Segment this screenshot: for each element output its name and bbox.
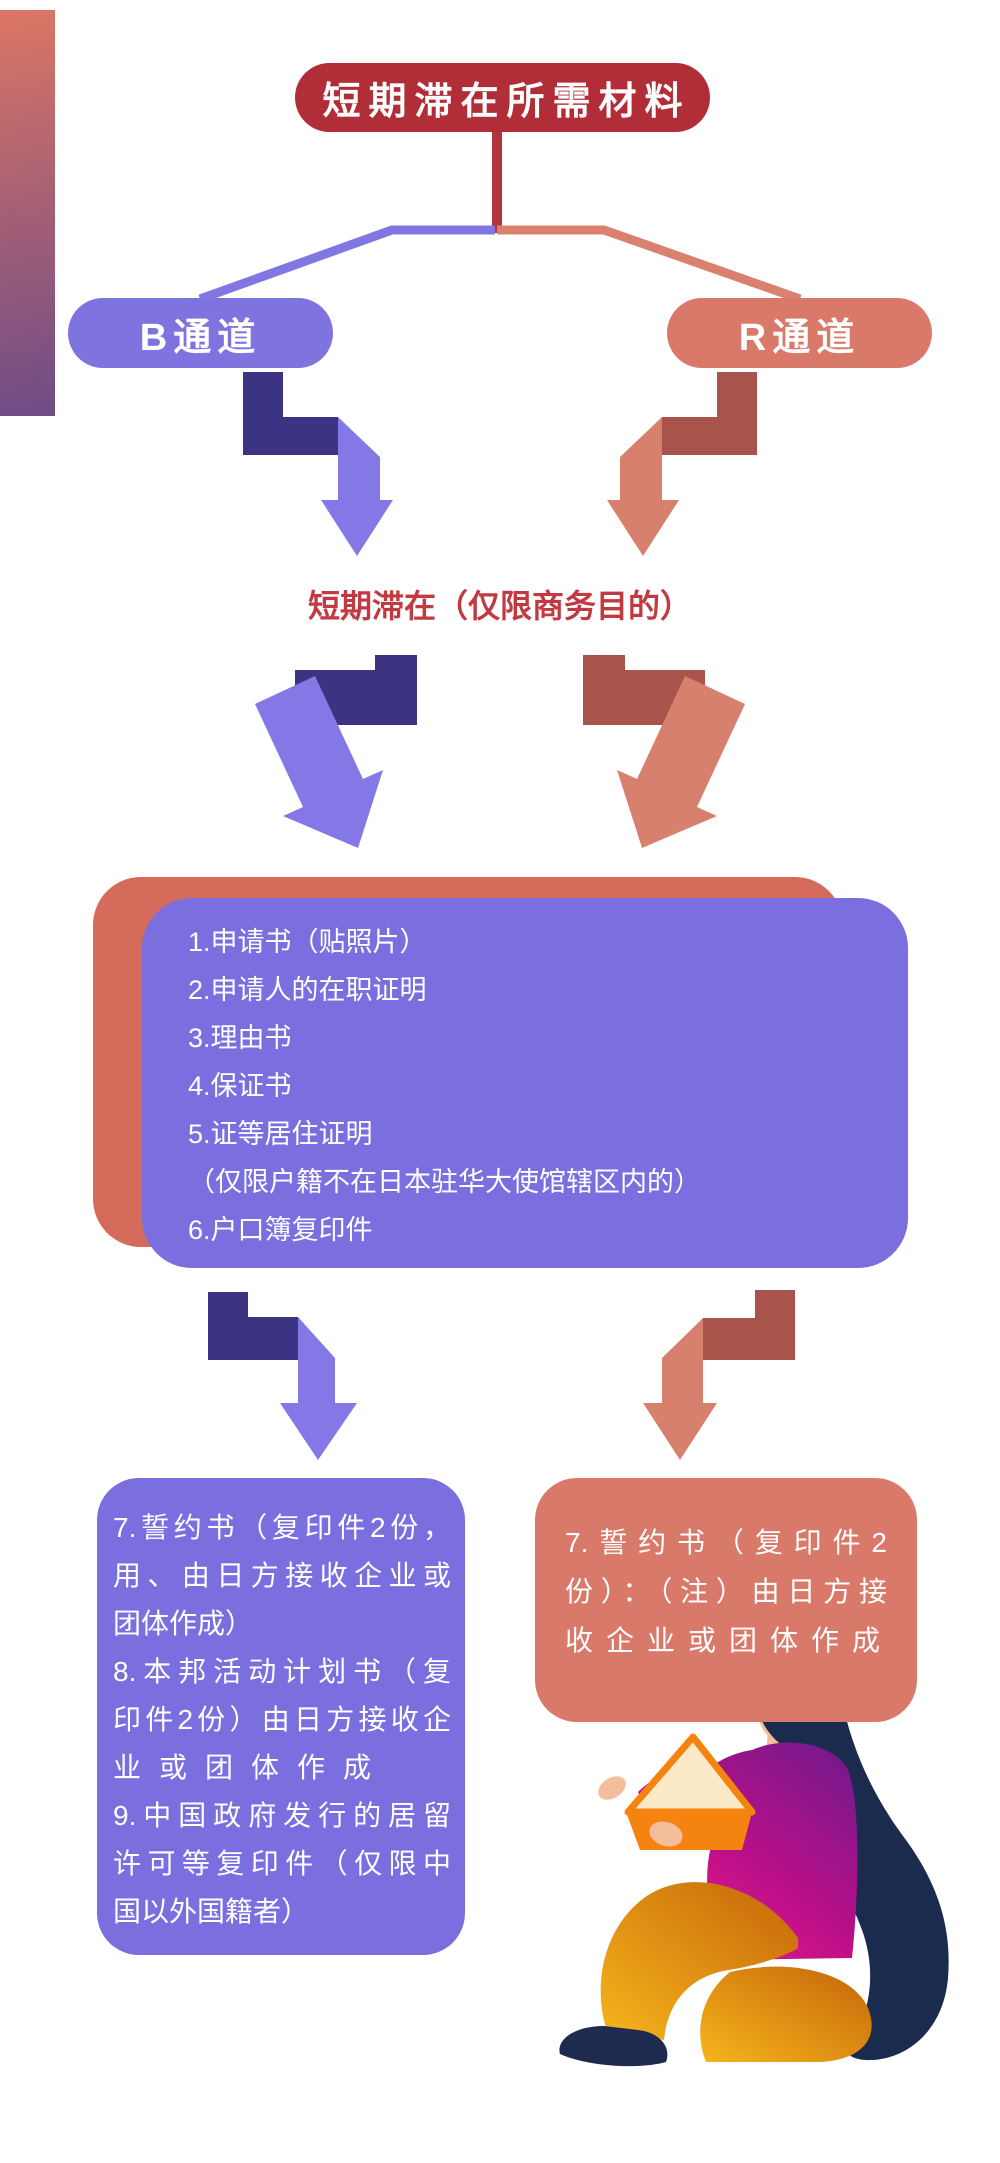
r-result-line: 收企业或团体作成 — [565, 1625, 894, 1656]
mid-caption: 短期滞在（仅限商务目的） — [307, 588, 692, 624]
arrow-b2-diagonal-arrow — [255, 676, 383, 848]
b-result-line: 国以外国籍者） — [113, 1896, 310, 1927]
materials-line: 3.理由书 — [188, 1023, 292, 1053]
materials-box: 1.申请书（贴照片） 2.申请人的在职证明 3.理由书 4.保证书 5.证等居住… — [142, 898, 908, 1268]
r-result-line: 份）：（注）由日方接 — [565, 1576, 887, 1607]
arrow-b3-dark-segment — [208, 1292, 298, 1360]
arrow-b1-down-arrow — [321, 417, 393, 556]
b-result-line: 用、由日方接收企业或 — [113, 1560, 451, 1591]
arrow-r3-down-arrow — [643, 1318, 717, 1460]
book-pages — [624, 1733, 756, 1816]
arrow-r3-dark-segment — [703, 1290, 795, 1360]
connector-branch-b — [198, 225, 495, 304]
connector-branch-r — [497, 225, 802, 304]
channel-r-node: R通道 — [667, 298, 932, 368]
r-result-line: 7.誓约书（复印件2 — [565, 1527, 887, 1558]
materials-line: 1.申请书（贴照片） — [188, 927, 427, 957]
neck — [766, 1728, 794, 1757]
materials-line: 4.保证书 — [188, 1071, 292, 1101]
book-cover — [626, 1812, 752, 1850]
b-result-line: 业或团体作成 — [113, 1752, 390, 1783]
materials-line: 6.户口簿复印件 — [188, 1215, 373, 1245]
arrow-r1-dark-segment — [662, 372, 757, 455]
arrow-r2-diagonal-arrow — [617, 676, 745, 848]
arrow-b1-dark-segment — [243, 372, 338, 455]
materials-line: 2.申请人的在职证明 — [188, 975, 427, 1005]
sweater — [638, 1742, 858, 1960]
b-result-line: 团体作成） — [113, 1608, 254, 1639]
leg-folded — [700, 1966, 872, 2062]
arrow-b3-down-arrow — [280, 1317, 357, 1460]
arrow-b2-dark-segment — [295, 655, 417, 725]
materials-line: （仅限户籍不在日本驻华大使馆辖区内的） — [188, 1167, 701, 1197]
r-channel-result-box: 7.誓约书（复印件2 份）：（注）由日方接 收企业或团体作成 — [535, 1478, 917, 1722]
title-label: 短期滞在所需材料 — [322, 81, 691, 123]
b-result-line: 8.本邦活动计划书（复 — [113, 1656, 451, 1687]
b-result-line: 许可等复印件（仅限中 — [113, 1848, 451, 1879]
channel-b-label: B通道 — [139, 316, 262, 359]
leg-raised — [600, 1882, 798, 2040]
b-result-line: 9.中国政府发行的居留 — [113, 1800, 451, 1831]
side-accent-bar — [0, 10, 55, 416]
right-hand — [649, 1821, 683, 1847]
connector-title-stem — [492, 132, 502, 233]
materials-line: 5.证等居住证明 — [188, 1119, 373, 1149]
b-result-line: 7.誓约书（复印件2份， — [113, 1512, 451, 1543]
b-result-line: 印件2份）由日方接收企 — [113, 1704, 451, 1735]
arrow-r1-down-arrow — [607, 417, 679, 556]
title-node: 短期滞在所需材料 — [295, 63, 710, 132]
arrow-r2-dark-segment — [583, 655, 705, 725]
channel-r-label: R通道 — [738, 316, 861, 359]
shoe — [559, 2026, 668, 2067]
b-channel-result-box: 7.誓约书（复印件2份， 用、由日方接收企业或 团体作成） 8.本邦活动计划书（… — [97, 1478, 465, 1955]
channel-b-node: B通道 — [68, 298, 333, 368]
left-hand — [598, 1776, 626, 1800]
